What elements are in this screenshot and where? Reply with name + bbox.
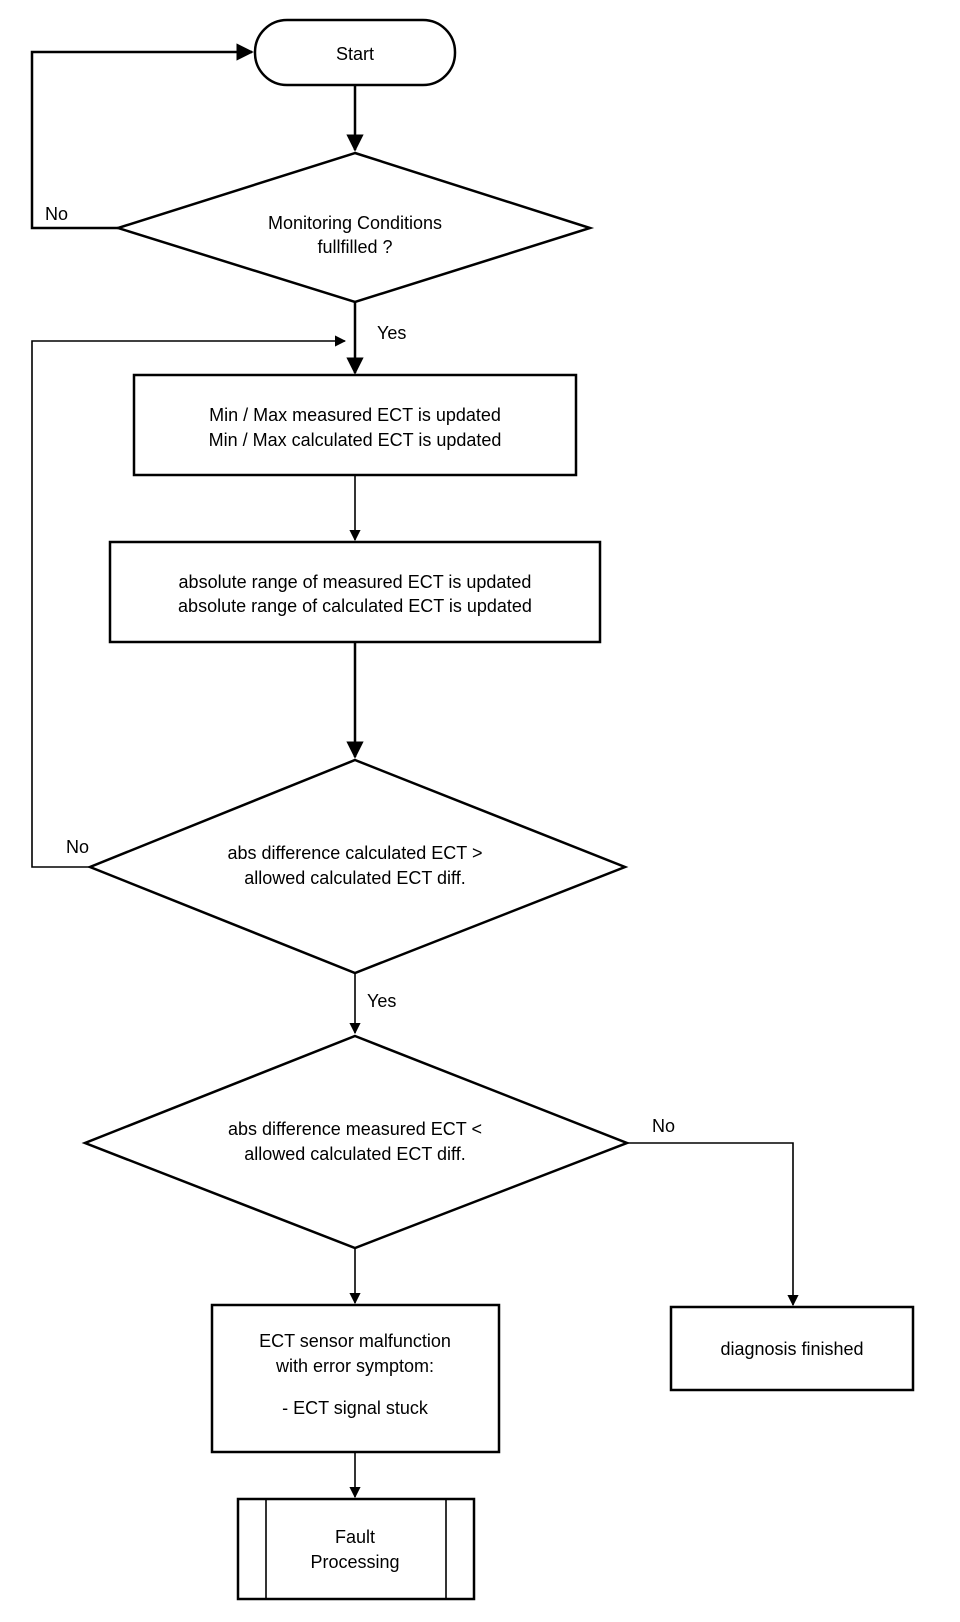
calc-diff-no-label: No	[66, 837, 89, 857]
monitoring-no-label: No	[45, 204, 68, 224]
calc-diff-line1: abs difference calculated ECT >	[228, 843, 483, 863]
arrow-monitoring-no-loop	[30, 43, 254, 230]
start-terminator: Start	[253, 18, 457, 87]
calc-diff-yes-label: Yes	[367, 991, 396, 1011]
decision-meas-diff: abs difference measured ECT < allowed ca…	[81, 1034, 631, 1250]
range-line2: absolute range of calculated ECT is upda…	[178, 596, 532, 616]
malfunction-line3: - ECT signal stuck	[282, 1398, 429, 1418]
malfunction-line2: with error symptom:	[275, 1356, 434, 1376]
monitoring-line2: fullfilled ?	[317, 237, 392, 257]
process-range-update: absolute range of measured ECT is update…	[108, 540, 602, 644]
range-line1: absolute range of measured ECT is update…	[179, 572, 532, 592]
process-diagnosis-finished: diagnosis finished	[669, 1305, 915, 1392]
fault-line1: Fault	[335, 1527, 375, 1547]
diagnosis-finished-label: diagnosis finished	[720, 1339, 863, 1359]
monitoring-yes-label: Yes	[377, 323, 406, 343]
meas-diff-line2: allowed calculated ECT diff.	[244, 1144, 465, 1164]
process-sensor-malfunction: ECT sensor malfunction with error sympto…	[210, 1303, 501, 1454]
meas-diff-no-label: No	[652, 1116, 675, 1136]
process-minmax-update: Min / Max measured ECT is updated Min / …	[132, 373, 578, 477]
fault-line2: Processing	[310, 1552, 399, 1572]
arrow-meas-diff-no	[627, 1142, 799, 1307]
malfunction-line1: ECT sensor malfunction	[259, 1331, 451, 1351]
subprocess-fault-processing: Fault Processing	[236, 1497, 476, 1601]
minmax-line1: Min / Max measured ECT is updated	[209, 405, 501, 425]
calc-diff-line2: allowed calculated ECT diff.	[244, 868, 465, 888]
decision-calc-diff: abs difference calculated ECT > allowed …	[86, 758, 629, 975]
decision-monitoring-conditions: Monitoring Conditions fullfilled ?	[113, 151, 595, 304]
minmax-line2: Min / Max calculated ECT is updated	[209, 430, 502, 450]
meas-diff-line1: abs difference measured ECT <	[228, 1119, 482, 1139]
start-label: Start	[336, 44, 374, 64]
arrow-calc-diff-no-loop	[31, 335, 347, 868]
monitoring-line1: Monitoring Conditions	[268, 213, 442, 233]
